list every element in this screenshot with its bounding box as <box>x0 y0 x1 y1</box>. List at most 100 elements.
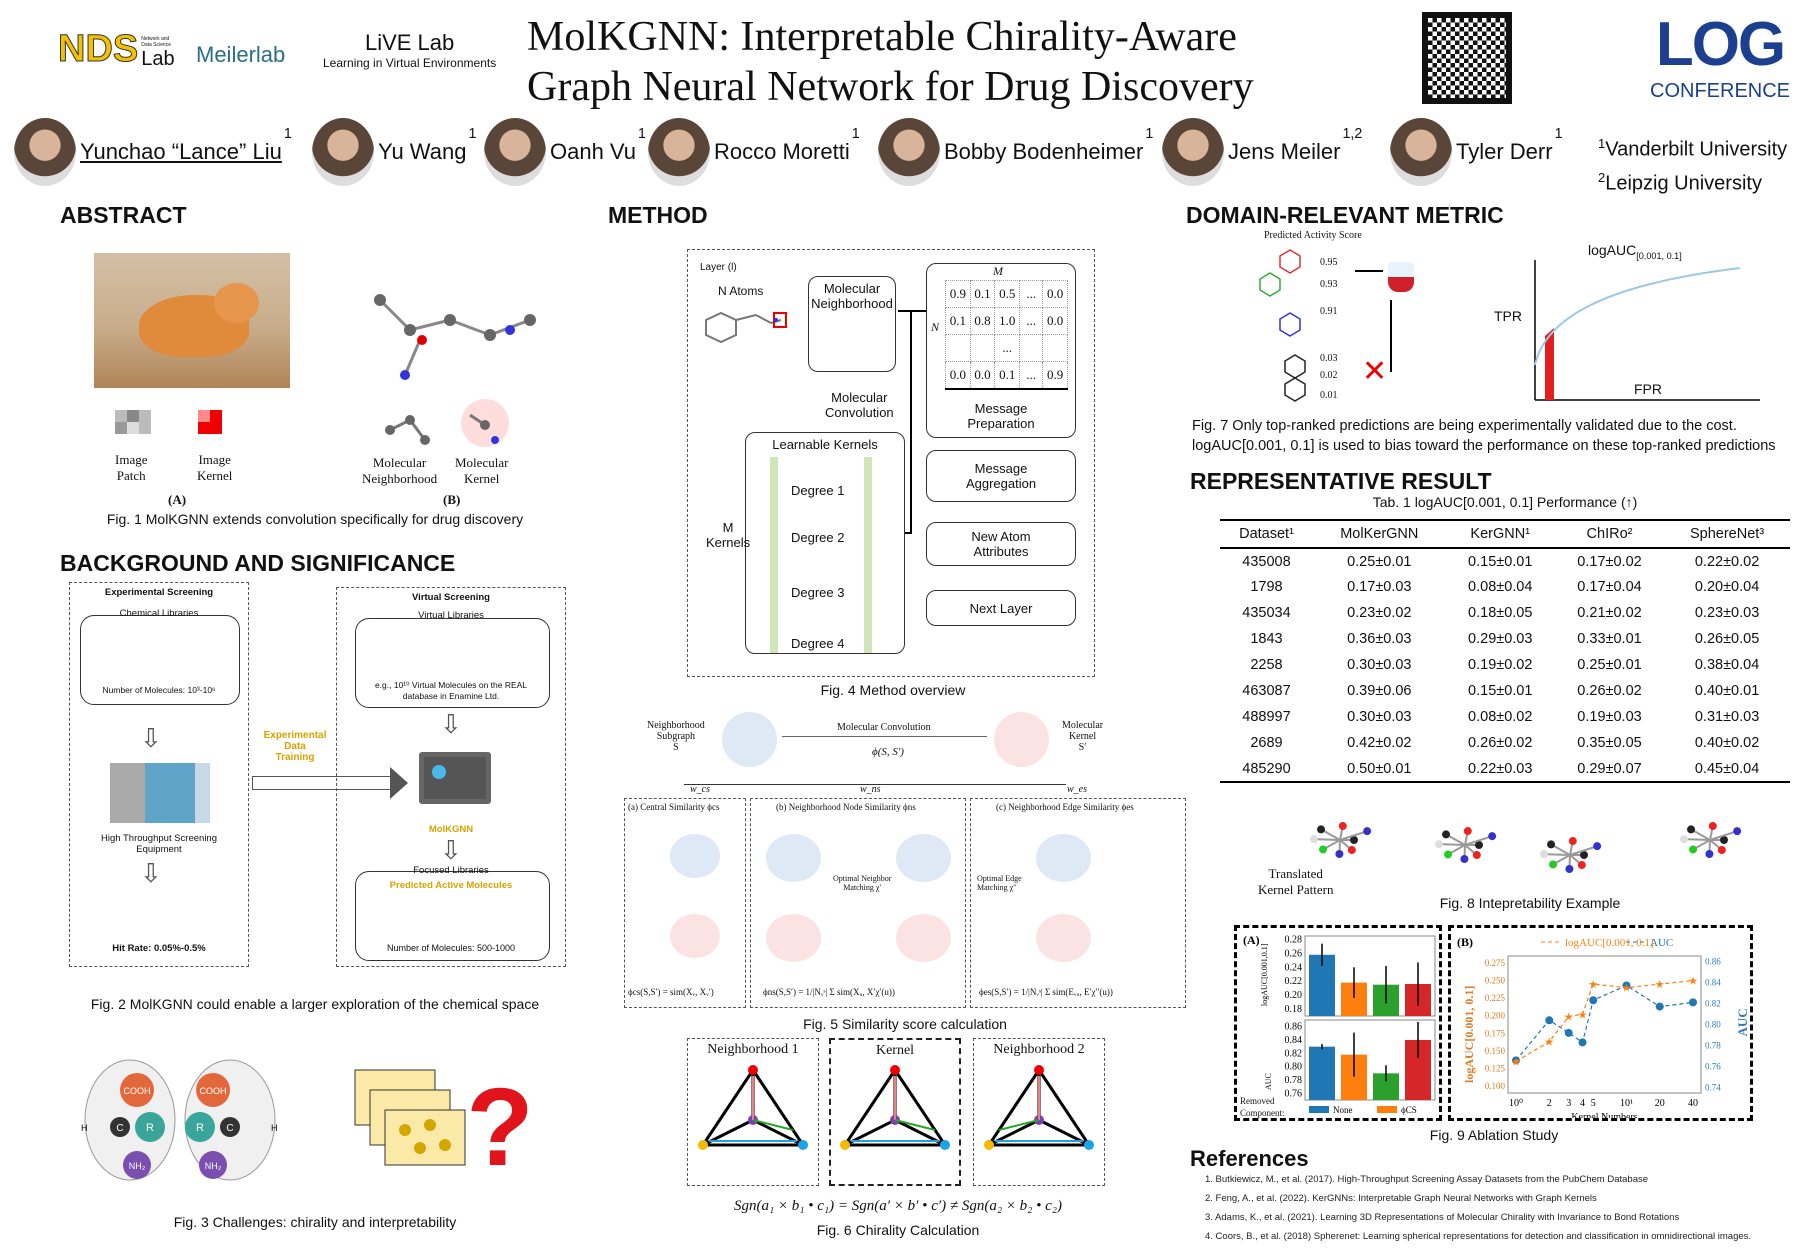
matrix-cell: 0.0 <box>969 361 996 390</box>
focused-libraries-box <box>355 871 550 961</box>
virt-lib-count: e.g., 10¹⁰ Virtual Molecules on the REAL… <box>374 680 528 701</box>
table-cell: 0.40±0.02 <box>1694 735 1760 751</box>
logauc-label: logAUC[0.001, 0.1] <box>1588 242 1682 261</box>
panel-frame <box>1304 935 1436 1017</box>
nds-lab-text: Lab <box>141 48 175 70</box>
molecule-stack <box>1259 249 1306 402</box>
log-conference-logo: LOG CONFERENCE <box>1650 10 1790 103</box>
table-caption: Tab. 1 logAUC[0.001, 0.1] Performance (↑… <box>1372 494 1638 510</box>
n-label: N <box>931 320 940 334</box>
table-cell: 0.17±0.02 <box>1577 553 1642 570</box>
legend-label: ϕES <box>1401 1117 1416 1121</box>
kernel-highlight <box>770 457 778 653</box>
fig1-label-a: (A) <box>168 492 187 507</box>
table-cell: 2258 <box>1250 657 1283 673</box>
left-y-tick: 0.125 <box>1485 1063 1506 1073</box>
activity-score: 0.02 <box>1320 370 1338 381</box>
circle-point <box>1564 1028 1573 1037</box>
neighborhood-1-panel: Neighborhood 1 <box>687 1038 819 1186</box>
tpr-label: TPR <box>1494 308 1522 324</box>
qr-code[interactable] <box>1419 9 1515 107</box>
image-kernel-label: Image Kernel <box>197 452 233 483</box>
table-cell: 1843 <box>1250 631 1283 647</box>
table-cell: 0.19±0.02 <box>1468 657 1533 673</box>
table-cell: 1798 <box>1250 579 1283 595</box>
author-photo <box>1390 118 1452 186</box>
right-y-tick: 0.84 <box>1705 977 1721 987</box>
input-molecule <box>705 311 787 344</box>
activity-score: 0.95 <box>1320 257 1338 268</box>
fpr-label: FPR <box>1634 381 1662 397</box>
fig7-caption-2: logAUC[0.001, 0.1] is used to bias towar… <box>1192 438 1776 454</box>
chart-a-title: (A) <box>1243 933 1260 947</box>
legend-swatch <box>1377 1106 1397 1113</box>
author-photo <box>312 118 374 186</box>
learnable-kernels-box: Learnable Kernels Degree 1 Degree 2 Degr… <box>745 432 905 654</box>
abstract-heading: ABSTRACT <box>60 202 187 228</box>
svg-text:?: ? <box>466 1066 533 1189</box>
author-photo <box>14 118 76 186</box>
log-logo-subtitle: CONFERENCE <box>1650 80 1791 102</box>
optimal-edge-label: Optimal Edge Matching χ′′ <box>977 874 1022 892</box>
matrix-cell: 0.1 <box>969 280 996 308</box>
down-arrow-icon: ⇩ <box>140 858 162 888</box>
table-cell: 488997 <box>1242 709 1291 725</box>
connector-line <box>910 310 912 532</box>
reference-item: 2. Feng, A., et al. (2022). KerGNNs: Int… <box>1205 1193 1597 1204</box>
example-molecule <box>1435 827 1497 863</box>
meilerlab-logo: Meilerlab <box>196 42 286 67</box>
matrix-cell: 0.0 <box>945 361 971 390</box>
table-cell: 0.31±0.03 <box>1694 709 1760 725</box>
matrix-cell <box>1019 334 1044 362</box>
interpretability-question-illustration: ? <box>354 1066 534 1189</box>
weight-line <box>684 784 1066 785</box>
table-cell: 0.29±0.03 <box>1468 631 1533 647</box>
left-y-tick: 0.275 <box>1485 958 1506 968</box>
x-axis-label: Kernel Numbers <box>1571 1112 1637 1121</box>
author-name: Yu Wang <box>378 139 467 164</box>
bar <box>1309 1046 1335 1100</box>
table-cell: 0.38±0.04 <box>1694 657 1760 673</box>
circle-point <box>1589 996 1598 1005</box>
right-arrow-icon <box>252 776 392 790</box>
star-point: ★ <box>1511 1056 1521 1068</box>
x-tick-label: 20 <box>1655 1098 1665 1109</box>
matrix-cell: ... <box>1019 280 1044 308</box>
table-cell: 0.33±0.01 <box>1577 631 1642 647</box>
table-cell: 0.45±0.04 <box>1664 756 1790 783</box>
right-y-axis-label: AUC <box>1735 1008 1750 1036</box>
table-cell: 0.17±0.03 <box>1347 579 1412 595</box>
table-cell: 0.26±0.02 <box>1468 735 1533 751</box>
x-tick-label: 4 <box>1580 1098 1585 1109</box>
table-cell: 0.23±0.03 <box>1694 605 1760 621</box>
m-label: M <box>993 264 1003 278</box>
star-point: ★ <box>1655 979 1665 991</box>
y-tick-label: 0.22 <box>1285 976 1303 987</box>
down-arrow-icon: ⇩ <box>440 709 462 739</box>
affiliation-2: 2Leipzig University <box>1598 169 1762 195</box>
star-point: ★ <box>1688 976 1698 988</box>
column-header: SphereNet³ <box>1664 519 1790 549</box>
table-cell: 0.20±0.04 <box>1694 579 1760 595</box>
table-cell: 0.29±0.07 <box>1554 756 1665 783</box>
nds-logo-text: NDS <box>57 28 139 71</box>
mol-kernel-label: Molecular Kernel <box>455 455 509 486</box>
legend-swatch <box>1377 1118 1397 1121</box>
author-affil: 1 <box>1145 126 1154 142</box>
right-y-tick: 0.82 <box>1705 998 1721 1008</box>
central-similarity-title: (a) Central Similarity ϕcs <box>628 802 720 812</box>
neighborhood-1-label: Neighborhood 1 <box>707 1042 799 1057</box>
activity-score: 0.01 <box>1320 390 1338 401</box>
y-tick-label: 0.80 <box>1285 1062 1303 1073</box>
ablation-chart-a: (A)0.280.260.240.220.200.18logAUC[0.001,… <box>1234 925 1442 1121</box>
circle-point <box>1545 1016 1554 1025</box>
table-cell: 435034 <box>1242 605 1291 621</box>
left-y-axis-label: logAUC[0.001, 0.1] <box>1462 986 1476 1083</box>
kernel-highlight <box>864 457 872 653</box>
chirality-figure: Neighborhood 1 Kernel Neighborhood 2 <box>687 1038 1109 1188</box>
x-tick-label: 3 <box>1566 1098 1571 1109</box>
series-line-1 <box>1515 984 1694 1061</box>
